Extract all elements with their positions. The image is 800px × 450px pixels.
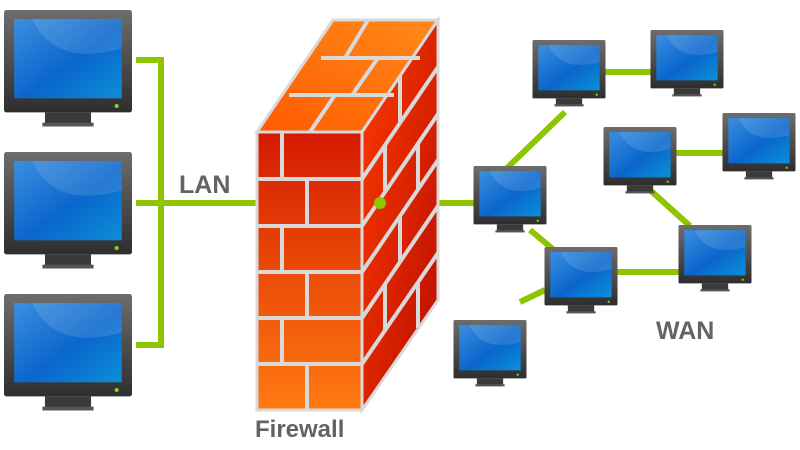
wan-computer-2[interactable]: [650, 30, 724, 97]
lan-label: LAN: [179, 171, 231, 199]
firewall-icon: [254, 15, 441, 415]
wan-computer-5[interactable]: [473, 166, 547, 233]
lan-computer-1[interactable]: [4, 10, 132, 127]
wan-computer-4[interactable]: [722, 113, 796, 180]
wan-computer-1[interactable]: [532, 40, 606, 107]
wan-label: WAN: [656, 317, 715, 345]
wan-link-a: [502, 109, 568, 173]
lan-computer-3[interactable]: [4, 294, 132, 411]
firewall-port-dot: [374, 197, 386, 209]
wan-computer-6[interactable]: [544, 247, 618, 314]
lan-links: [136, 57, 265, 348]
lan-computer-2[interactable]: [4, 152, 132, 269]
wan-link-e: [518, 287, 547, 305]
wan-computer-8[interactable]: [453, 320, 527, 387]
wan-computer-3[interactable]: [603, 127, 677, 194]
firewall-label: Firewall: [255, 416, 345, 443]
wan-computer-7[interactable]: [678, 225, 752, 292]
wan-link-f: [647, 187, 693, 229]
